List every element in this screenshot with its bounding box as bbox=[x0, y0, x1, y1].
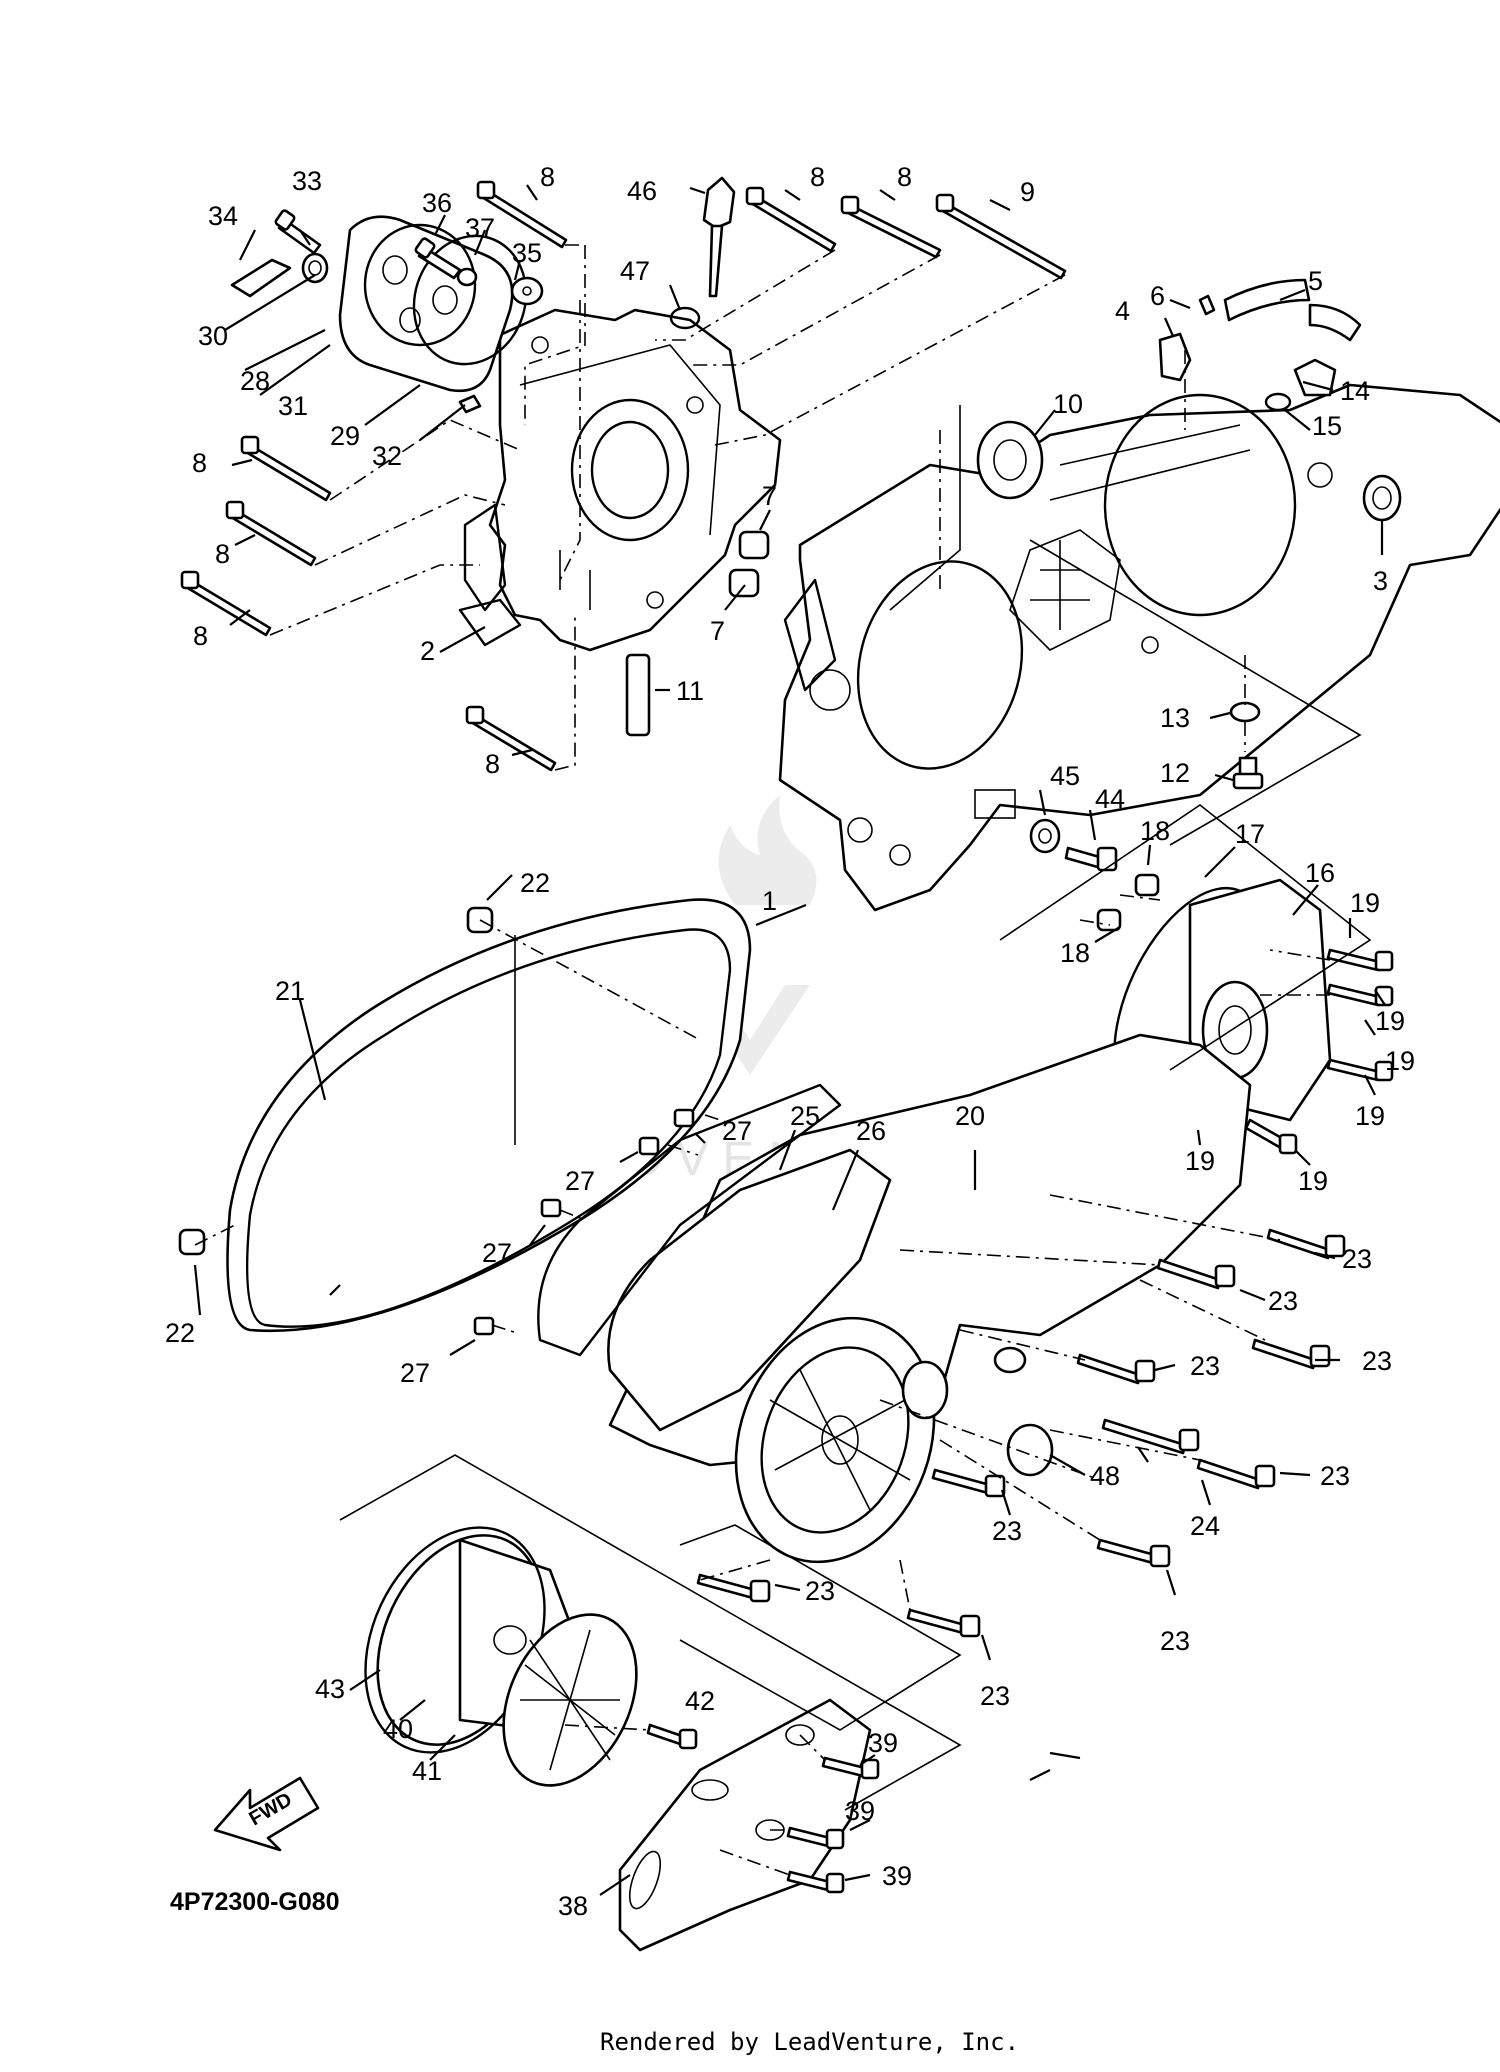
fwd-arrow-icon: FWD bbox=[213, 1776, 320, 1852]
callout-label-25: 25 bbox=[790, 1101, 820, 1131]
callout-label-1: 1 bbox=[762, 886, 777, 916]
callout-label-11: 11 bbox=[676, 676, 704, 706]
callout-label-23a: 23 bbox=[1342, 1244, 1372, 1274]
callout-label-29: 29 bbox=[330, 421, 360, 451]
gasket-group bbox=[178, 898, 752, 1332]
callout-label-8d: 8 bbox=[192, 448, 207, 478]
callout-label-8f: 8 bbox=[193, 621, 208, 651]
callout-label-21: 21 bbox=[275, 976, 305, 1006]
callout-label-17: 17 bbox=[1235, 819, 1265, 849]
callout-label-6: 6 bbox=[1150, 281, 1165, 311]
callout-label-33: 33 bbox=[292, 166, 322, 196]
callout-label-23e: 23 bbox=[1320, 1461, 1350, 1491]
air-cover-group bbox=[364, 1526, 698, 1787]
callout-label-42: 42 bbox=[685, 1686, 715, 1716]
callout-label-22a: 22 bbox=[520, 868, 550, 898]
callout-label-39a: 39 bbox=[868, 1728, 898, 1758]
callout-label-32: 32 bbox=[372, 441, 402, 471]
panel-group bbox=[618, 1698, 880, 1952]
callout-label-27d: 27 bbox=[400, 1358, 430, 1388]
callout-label-15: 15 bbox=[1312, 411, 1342, 441]
callout-label-8a: 8 bbox=[540, 162, 555, 192]
callout-label-13: 13 bbox=[1160, 703, 1190, 733]
callout-label-19b: 19 bbox=[1375, 1006, 1405, 1036]
callout-label-27b: 27 bbox=[565, 1166, 595, 1196]
callout-label-39b: 39 bbox=[845, 1796, 875, 1826]
callout-label-8e: 8 bbox=[215, 539, 230, 569]
callout-label-27c: 27 bbox=[482, 1238, 512, 1268]
callout-label-19e: 19 bbox=[1185, 1146, 1215, 1176]
long-bolts-group bbox=[180, 180, 1067, 772]
callout-label-8c: 8 bbox=[897, 162, 912, 192]
callout-label-16: 16 bbox=[1305, 858, 1335, 888]
callout-label-43: 43 bbox=[315, 1674, 345, 1704]
callout-label-31: 31 bbox=[278, 391, 308, 421]
callout-label-7b: 7 bbox=[710, 616, 725, 646]
callout-label-8b: 8 bbox=[810, 162, 825, 192]
callout-label-37: 37 bbox=[465, 213, 495, 243]
crankcase-cover-group bbox=[473, 1033, 1346, 1638]
callout-label-44: 44 bbox=[1095, 784, 1125, 814]
callout-label-23c: 23 bbox=[1362, 1346, 1392, 1376]
callout-label-24: 24 bbox=[1190, 1511, 1220, 1541]
callout-label-18a: 18 bbox=[1140, 816, 1170, 846]
callout-label-19d: 19 bbox=[1355, 1101, 1385, 1131]
callout-label-3: 3 bbox=[1373, 566, 1388, 596]
callout-label-48: 48 bbox=[1090, 1461, 1120, 1491]
callout-label-2: 2 bbox=[420, 636, 435, 666]
callout-label-30: 30 bbox=[198, 321, 228, 351]
left-crankcase-group bbox=[230, 176, 782, 737]
callout-label-23h: 23 bbox=[805, 1576, 835, 1606]
callout-label-41: 41 bbox=[412, 1756, 442, 1786]
callout-label-23b: 23 bbox=[1268, 1286, 1298, 1316]
callout-label-23g: 23 bbox=[1160, 1626, 1190, 1656]
callout-label-38: 38 bbox=[558, 1891, 588, 1921]
callout-label-9: 9 bbox=[1020, 177, 1035, 207]
callout-label-40: 40 bbox=[383, 1714, 413, 1744]
callout-label-27a: 27 bbox=[722, 1116, 752, 1146]
callout-label-18b: 18 bbox=[1060, 938, 1090, 968]
callout-label-28: 28 bbox=[240, 366, 270, 396]
callout-labels: 1 2 3 4 5 6 7 7 8 8 8 8 8 8 8 8 9 10 11 … bbox=[165, 162, 1415, 1921]
callout-label-45: 45 bbox=[1050, 761, 1080, 791]
callout-label-8g: 8 bbox=[485, 749, 500, 779]
callout-label-5: 5 bbox=[1308, 266, 1323, 296]
leader-lines bbox=[193, 184, 1386, 1896]
callout-label-19a: 19 bbox=[1350, 888, 1380, 918]
callout-label-23i: 23 bbox=[980, 1681, 1010, 1711]
callout-label-34: 34 bbox=[208, 201, 238, 231]
callout-label-36: 36 bbox=[422, 188, 452, 218]
callout-label-7a: 7 bbox=[762, 481, 777, 511]
callout-label-10: 10 bbox=[1053, 389, 1083, 419]
callout-label-47: 47 bbox=[620, 256, 650, 286]
callout-label-19c: 19 bbox=[1385, 1046, 1415, 1076]
callout-label-39c: 39 bbox=[882, 1861, 912, 1891]
callout-label-46: 46 bbox=[627, 176, 657, 206]
callout-label-23d: 23 bbox=[1190, 1351, 1220, 1381]
callout-label-12: 12 bbox=[1160, 758, 1190, 788]
diagram-code: 4P72300-G080 bbox=[170, 1888, 340, 1916]
callout-label-4: 4 bbox=[1115, 296, 1130, 326]
callout-label-35: 35 bbox=[512, 238, 542, 268]
callout-label-20: 20 bbox=[955, 1101, 985, 1131]
callout-label-23f: 23 bbox=[992, 1516, 1022, 1546]
callout-label-22b: 22 bbox=[165, 1318, 195, 1348]
callout-label-14: 14 bbox=[1340, 376, 1370, 406]
callout-label-26: 26 bbox=[856, 1116, 886, 1146]
callout-label-19f: 19 bbox=[1298, 1166, 1328, 1196]
rendered-by-footer: Rendered by LeadVenture, Inc. bbox=[600, 2028, 1019, 2056]
